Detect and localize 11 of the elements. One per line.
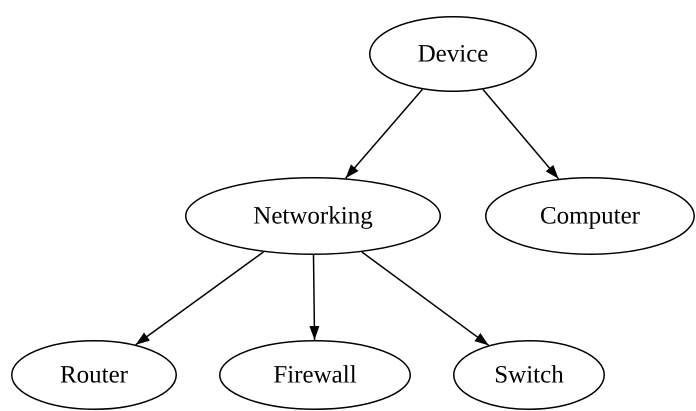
arrow: [309, 254, 320, 340]
node-label: Networking: [253, 204, 373, 228]
arrow: [345, 88, 423, 179]
node-label: Device: [418, 42, 488, 66]
arrow: [135, 251, 264, 346]
arrow: [482, 89, 560, 180]
node-label: Switch: [494, 362, 564, 388]
node-label: Computer: [540, 204, 640, 228]
arrow: [362, 251, 490, 346]
node-label: Firewall: [273, 362, 357, 388]
node-label: Router: [60, 362, 128, 388]
